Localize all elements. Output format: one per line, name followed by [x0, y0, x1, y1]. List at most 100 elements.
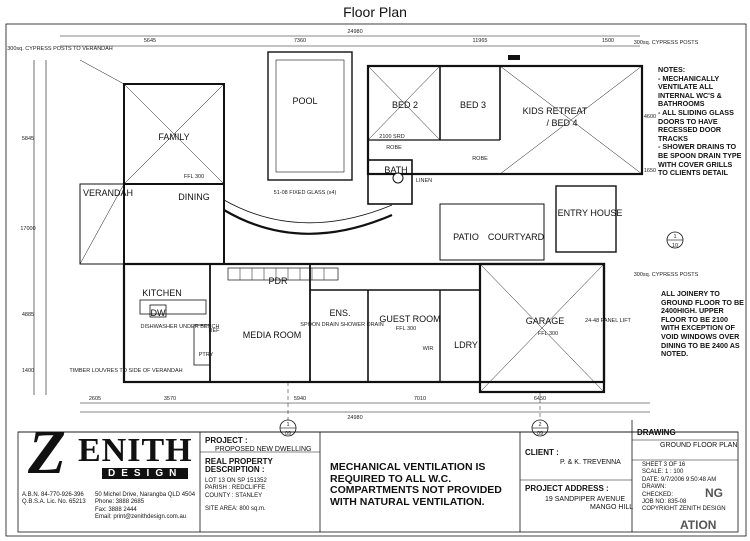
company-address: 50 Michel Drive, Narangba QLD 4504 — [95, 492, 196, 498]
dim-left-5845: 5845 — [22, 136, 34, 142]
section-marker-b-sub: 09 — [537, 431, 543, 437]
label-timber-louvres: TIMBER LOUVRES TO SIDE OF VERANDAH — [69, 368, 182, 374]
label-guest-room: GUEST ROOM — [379, 314, 440, 324]
upper-wing — [366, 64, 644, 176]
notes-joinery: ALL JOINERY TO GROUND FLOOR TO BE 2400HI… — [661, 289, 744, 359]
note-sliding-doors: - ALL SLIDING GLASS DOORS TO HAVE RECESS… — [658, 107, 734, 143]
label-ens: ENS. — [329, 308, 350, 318]
client-name: P. & K. TREVENNA — [560, 459, 621, 466]
date: DATE: 9/7/2006 9:50:48 AM — [642, 476, 717, 483]
address-line1: 19 SANDPIPER AVENUE — [545, 496, 626, 503]
dim-7010: 7010 — [414, 396, 426, 402]
label-bed3: BED 3 — [460, 100, 486, 110]
county: COUNTY : STANLEY — [205, 492, 263, 499]
label-cypress-tl: 300sq. CYPRESS POSTS TO VERANDAH — [7, 46, 113, 52]
label-ffl-family: FFL 300 — [184, 174, 204, 180]
dim-right-1650: 1650 — [644, 168, 656, 174]
label-entry-house: ENTRY HOUSE — [558, 208, 623, 218]
label-cypress-r: 300sq. CYPRESS POSTS — [634, 272, 699, 278]
dim-3570: 3570 — [164, 396, 176, 402]
label-dining: DINING — [178, 192, 210, 202]
scale: SCALE: 1 : 100 — [642, 469, 684, 476]
company-fax: Fax: 3888 2444 — [95, 506, 137, 513]
label-spoon-drain: SPOON DRAIN SHOWER DRAIN — [300, 322, 383, 328]
note-shower-drains: - SHOWER DRAINS TO BE SPOON DRAIN TYPE W… — [658, 142, 742, 178]
dim-right-4600: 4600 — [644, 114, 656, 120]
label-bed2: BED 2 — [392, 100, 418, 110]
project-label: PROJECT : — [205, 436, 248, 445]
sheet-border — [5, 23, 747, 537]
dim-overall-top: 24980 — [347, 29, 362, 35]
label-dw: DW — [151, 308, 166, 318]
section-marker-c-sub: 10 — [672, 243, 678, 249]
label-robe-2: ROBE — [472, 156, 488, 162]
label-kitchen: KITCHEN — [142, 288, 182, 298]
qbsa: Q.B.S.A. Lic. No. 65213 — [22, 499, 86, 506]
dim-7360: 7360 — [294, 38, 306, 44]
real-property-details: LOT 13 ON SP 151352 PARISH : REDCLIFFE C… — [205, 478, 317, 514]
site-area: SITE AREA: 800 sq.m. — [205, 506, 266, 513]
label-ref: REF — [209, 328, 221, 334]
notes-top: NOTES: - MECHANICALLY VENTILATE ALL INTE… — [658, 65, 744, 178]
stamp-line2: ATION — [680, 518, 717, 532]
room-pool — [267, 51, 353, 181]
logo-design: DESIGN — [102, 468, 189, 479]
parish: PARISH : REDCLIFFE — [205, 485, 266, 492]
dim-2605: 2605 — [89, 396, 101, 402]
dishwasher — [149, 304, 167, 318]
dim-left-1400: 1400 — [22, 368, 34, 374]
company-phone: Phone: 3888 2685 — [95, 499, 145, 506]
sheet-number: SHEET 3 OF 16 — [642, 462, 686, 468]
job-number: JOB NO: 835-08 — [642, 499, 687, 506]
drawing-label: DRAWING — [637, 428, 676, 437]
company-email: Email: print@zenithdesign.com.au — [95, 514, 187, 521]
project-name: PROPOSED NEW DWELLING — [215, 446, 312, 453]
dim-left-17000: 17000 — [20, 226, 35, 232]
label-kids-retreat: KIDS RETREAT — [523, 106, 588, 116]
section-marker-a: 1 — [286, 422, 289, 428]
room-entry — [555, 185, 617, 253]
label-ptry: PTRY — [199, 352, 214, 358]
label-bed4: / BED 4 — [546, 118, 577, 128]
mech-vent-note: MECHANICAL VENTILATION IS REQUIRED TO AL… — [330, 461, 502, 508]
label-patio: PATIO — [453, 232, 479, 242]
checked: CHECKED: — [642, 491, 674, 498]
dim-1500: 1500 — [602, 38, 614, 44]
client-label: CLIENT : — [525, 448, 559, 457]
lot: LOT 13 ON SP 151352 — [205, 478, 267, 484]
staircase — [227, 267, 339, 281]
section-marker-b: 2 — [538, 422, 541, 428]
label-family: FAMILY — [158, 132, 189, 142]
label-ffl-garage: FFL 300 — [538, 331, 558, 337]
label-pool: POOL — [292, 96, 317, 106]
label-courtyard: COURTYARD — [488, 232, 545, 242]
room-patio-courtyard — [439, 203, 545, 261]
label-panel-lift: 24-48 PANEL LIFT — [585, 318, 631, 324]
section-marker-a-sub: 09 — [285, 431, 291, 437]
abn: A.B.N. 84-770-926-396 — [22, 492, 84, 498]
label-dishwasher: DISHWASHER UNDER BENCH — [141, 324, 220, 330]
dim-11965: 11965 — [473, 38, 488, 44]
label-ldry: LDRY — [454, 340, 478, 350]
dim-6450: 6450 — [534, 396, 546, 402]
dim-5645: 5645 — [144, 38, 156, 44]
company-contact: 50 Michel Drive, Narangba QLD 4504 Phone… — [95, 492, 199, 522]
drawing-name: GROUND FLOOR PLAN — [660, 442, 738, 449]
drawing-meta: SHEET 3 OF 16 SCALE: 1 : 100 DATE: 9/7/2… — [642, 462, 736, 514]
label-fixed-glass: 51-08 FIXED GLASS (x4) — [274, 190, 337, 196]
label-bath: BATH — [384, 165, 407, 175]
label-wir: WIR — [423, 346, 434, 352]
label-garage: GARAGE — [526, 316, 565, 326]
label-srd: 2100 SRD — [379, 134, 404, 140]
logo-z: Z — [28, 419, 66, 487]
stamp-line1: NG — [705, 486, 723, 500]
section-marker-c: 1 — [673, 234, 676, 240]
page-title: Floor Plan — [343, 4, 407, 20]
company-licences: A.B.N. 84-770-926-396 Q.B.S.A. Lic. No. … — [22, 492, 92, 507]
address-line2: MANGO HILL — [590, 504, 634, 511]
fixed-glass-curve — [223, 209, 393, 235]
dim-5940: 5940 — [294, 396, 306, 402]
label-ffl-guest: FFL 300 — [396, 326, 416, 332]
dim-overall-bottom: 24980 — [347, 415, 362, 421]
